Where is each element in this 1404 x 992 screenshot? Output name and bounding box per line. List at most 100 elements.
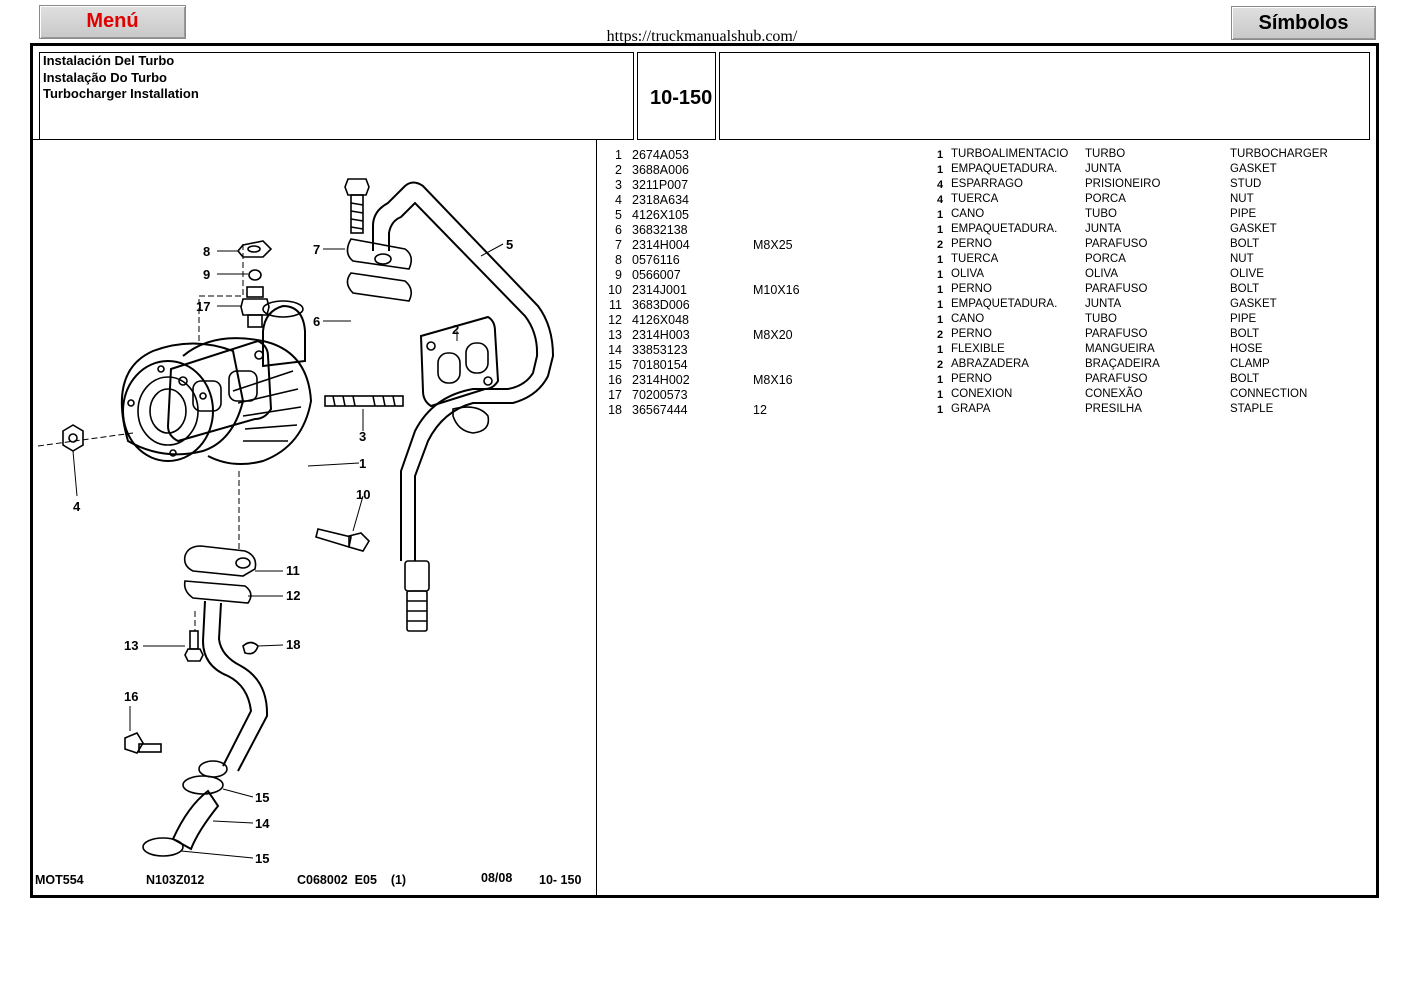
part-number-index: 17 xyxy=(608,388,622,402)
part-qty: 1 xyxy=(937,269,944,281)
part-qty: 1 xyxy=(937,404,944,416)
part-desc-es: TUERCA xyxy=(951,253,999,265)
part-qty: 4 xyxy=(937,179,944,191)
part-desc-en: OLIVE xyxy=(1230,268,1264,280)
title-pt: Instalação Do Turbo xyxy=(43,69,167,85)
exploded-diagram: 8 9 17 7 6 5 2 3 1 4 10 11 12 13 18 16 1… xyxy=(37,178,555,866)
part-desc-pt: TUBO xyxy=(1085,313,1117,325)
part-qty: 1 xyxy=(937,149,944,161)
callout-2: 2 xyxy=(452,322,459,337)
part-desc-pt: PRISIONEIRO xyxy=(1085,178,1161,190)
part-spec: M8X25 xyxy=(753,238,793,252)
part-desc-pt: OLIVA xyxy=(1085,268,1119,280)
part-desc-es: OLIVA xyxy=(951,268,985,280)
part-desc-en: GASKET xyxy=(1230,223,1277,235)
part-number-index: 13 xyxy=(608,328,622,342)
menu-button[interactable]: Menú xyxy=(39,5,186,39)
symbols-button[interactable]: Símbolos xyxy=(1231,6,1376,40)
part-code: 33853123 xyxy=(632,343,688,357)
footer-ref1: N103Z012 xyxy=(146,873,205,887)
part-spec: M8X20 xyxy=(753,328,793,342)
part-spec: M10X16 xyxy=(753,283,800,297)
part-desc-es: CANO xyxy=(951,208,985,220)
title-es: Instalación Del Turbo xyxy=(43,53,175,68)
part-code: 4126X105 xyxy=(632,208,690,222)
part-code: 70200573 xyxy=(632,388,688,402)
part-desc-es: GRAPA xyxy=(951,403,991,415)
part-desc-en: STUD xyxy=(1230,178,1262,190)
part-desc-en: GASKET xyxy=(1230,163,1277,175)
part-qty: 1 xyxy=(937,284,944,296)
part-qty: 1 xyxy=(937,314,944,326)
part-number-index: 4 xyxy=(615,193,622,207)
part-desc-en: BOLT xyxy=(1230,283,1260,295)
callout-4: 4 xyxy=(73,499,81,514)
part-desc-pt: PORCA xyxy=(1085,193,1126,205)
part-desc-pt: PARAFUSO xyxy=(1085,283,1148,295)
source-url[interactable]: https://truckmanualshub.com/ xyxy=(606,28,798,45)
part-qty: 1 xyxy=(937,164,944,176)
part-code: 2314H002 xyxy=(632,373,690,387)
part-desc-es: EMPAQUETADURA. xyxy=(951,223,1058,235)
part-desc-pt: JUNTA xyxy=(1085,223,1122,235)
part-desc-es: PERNO xyxy=(951,373,992,385)
part-desc-es: EMPAQUETADURA. xyxy=(951,163,1058,175)
part-desc-es: CANO xyxy=(951,313,985,325)
part-number-index: 7 xyxy=(615,238,622,252)
part-number-index: 3 xyxy=(615,178,622,192)
callout-9: 9 xyxy=(203,267,210,282)
part-desc-en: NUT xyxy=(1230,253,1254,265)
part-code: 36832138 xyxy=(632,223,688,237)
part-qty: 1 xyxy=(937,344,944,356)
part-desc-en: CONNECTION xyxy=(1230,388,1308,400)
callout-7: 7 xyxy=(313,242,320,257)
part-desc-pt: PORCA xyxy=(1085,253,1126,265)
part-desc-en: NUT xyxy=(1230,193,1254,205)
part-number-index: 18 xyxy=(608,403,622,417)
part-desc-pt: JUNTA xyxy=(1085,298,1122,310)
notes-box xyxy=(719,52,1370,140)
part-spec: 12 xyxy=(753,403,767,417)
part-desc-pt: PARAFUSO xyxy=(1085,238,1148,250)
part-desc-es: PERNO xyxy=(951,283,992,295)
part-code: 3688A006 xyxy=(632,163,690,177)
part-qty: 1 xyxy=(937,224,944,236)
part-desc-en: PIPE xyxy=(1230,313,1257,325)
part-qty: 2 xyxy=(937,359,944,371)
part-desc-en: BOLT xyxy=(1230,328,1260,340)
part-code: 2314H003 xyxy=(632,328,690,342)
part-desc-pt: BRAÇADEIRA xyxy=(1085,358,1160,370)
part-desc-es: CONEXION xyxy=(951,388,1013,400)
callout-11: 11 xyxy=(286,563,300,578)
footer-ref2: C068002 E05 (1) xyxy=(297,873,407,887)
part-code: 36567444 xyxy=(632,403,688,417)
title-box: Instalación Del Turbo Instalação Do Turb… xyxy=(39,52,634,140)
part-desc-en: CLAMP xyxy=(1230,358,1270,370)
part-desc-pt: TUBO xyxy=(1085,208,1117,220)
part-code: 2314H004 xyxy=(632,238,690,252)
part-code: 3683D006 xyxy=(632,298,690,312)
part-desc-en: BOLT xyxy=(1230,373,1260,385)
part-desc-en: HOSE xyxy=(1230,343,1263,355)
callout-6: 6 xyxy=(313,314,320,329)
part-number-index: 5 xyxy=(615,208,622,222)
part-code: 2674A053 xyxy=(632,148,690,162)
part-qty: 1 xyxy=(937,209,944,221)
part-desc-pt: JUNTA xyxy=(1085,163,1122,175)
callout-13: 13 xyxy=(124,638,138,653)
part-desc-en: GASKET xyxy=(1230,298,1277,310)
part-qty: 1 xyxy=(937,299,944,311)
part-code: 2314J001 xyxy=(632,283,687,297)
part-code: 0566007 xyxy=(632,268,681,282)
